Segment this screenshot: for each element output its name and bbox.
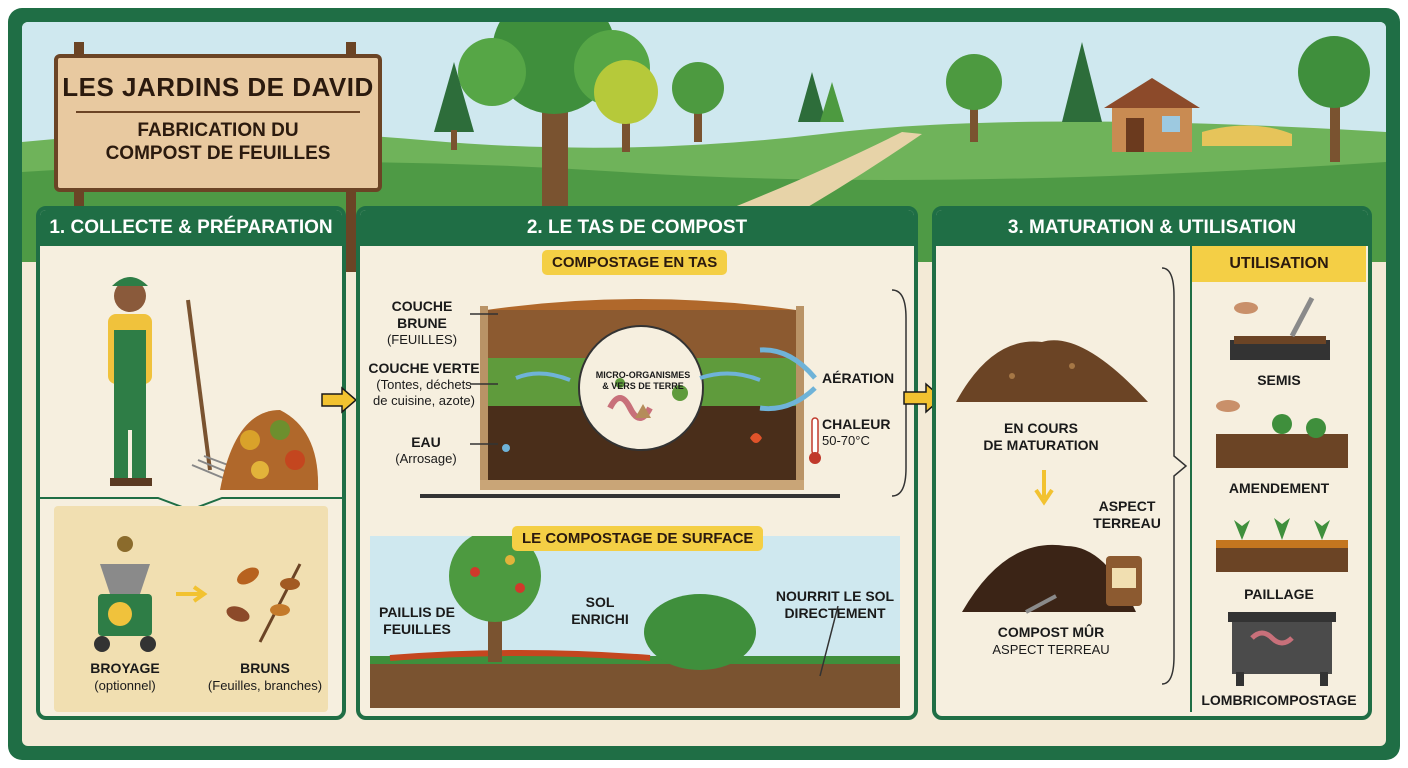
tag-compostage-en-tas: COMPOSTAGE EN TAS	[542, 250, 728, 275]
surface-composting-illustration	[370, 536, 900, 708]
subtitle-line-2: COMPOST DE FEUILLES	[105, 143, 331, 164]
paillis-label-1: PAILLIS DE	[379, 604, 455, 620]
leaves-branches-icon	[226, 563, 302, 643]
title-sign: LES JARDINS DE DAVID FABRICATION DU COMP…	[54, 54, 382, 192]
aeration-label: AÉRATION	[822, 370, 895, 386]
couche-brune-label: COUCHE BRUNE	[391, 298, 453, 331]
micro-organismes-label: MICRO-ORGANISMES	[595, 370, 691, 380]
paillage-label: PAILLAGE	[1244, 586, 1314, 602]
app-title: LES JARDINS DE DAVID	[62, 72, 374, 102]
mulch-bed-icon	[1216, 518, 1348, 572]
semis-label: SEMIS	[1257, 372, 1301, 388]
bruns-note: (Feuilles, branches)	[207, 678, 323, 693]
soil-bed-icon	[1216, 400, 1348, 468]
en-cours-label-2: DE MATURATION	[983, 437, 1099, 453]
compost-pile-maturing-icon	[956, 340, 1148, 402]
panel-tas-title: 2. LE TAS DE COMPOST	[360, 210, 914, 246]
broyage-note: (optionnel)	[94, 678, 156, 693]
chaleur-label: CHALEUR	[822, 416, 891, 432]
tree-icon	[594, 60, 658, 152]
couche-brune-note: (FEUILLES)	[386, 332, 458, 347]
amendement-label: AMENDEMENT	[1228, 480, 1330, 496]
panel-maturation-title: 3. MATURATION & UTILISATION	[936, 210, 1368, 246]
broyage-label: BROYAGE	[90, 660, 160, 676]
eau-note: (Arrosage)	[395, 451, 457, 466]
tree-icon	[798, 72, 844, 122]
compost-mur-label: COMPOST MÛR	[997, 624, 1105, 640]
sol-label-2: ENRICHI	[571, 611, 629, 627]
lombricompostage-label: LOMBRICOMPOSTAGE	[1201, 692, 1357, 708]
sol-label-1: SOL	[585, 594, 615, 610]
couche-verte-note-2: de cuisine, azote)	[373, 393, 475, 408]
utilisation-column: UTILISATION SEMIS AMENDEMENT PAILLAGE L	[1190, 246, 1366, 712]
thermometer-icon	[809, 417, 821, 464]
compost-mature-icon	[962, 544, 1142, 614]
gardener-raking-icon	[108, 277, 319, 490]
aspect-label-2: TERREAU	[1093, 515, 1161, 531]
tree-icon	[672, 62, 724, 142]
compost-heap-diagram	[420, 299, 840, 498]
paillis-label-2: FEUILLES	[383, 621, 451, 637]
en-cours-label-1: EN COURS	[1004, 420, 1078, 436]
compost-mur-note: ASPECT TERREAU	[992, 642, 1110, 657]
seedling-tray-icon	[1230, 296, 1330, 360]
arrow-right-icon	[321, 386, 358, 414]
tree-icon	[946, 54, 1002, 142]
worm-bin-icon	[1228, 612, 1336, 686]
panel-tas: 2. LE TAS DE COMPOST COMPOSTAGE EN TAS C…	[356, 206, 918, 720]
tree-icon	[1062, 42, 1102, 122]
bruns-label: BRUNS	[240, 660, 290, 676]
nourrit-label-1: NOURRIT LE SOL	[775, 588, 895, 604]
eau-label: EAU	[411, 434, 441, 450]
illustration-canvas: LES JARDINS DE DAVID FABRICATION DU COMP…	[22, 22, 1386, 746]
shredder-icon	[94, 536, 156, 652]
aspect-label-1: ASPECT	[1098, 498, 1156, 514]
couche-verte-note-1: (Tontes, déchets	[376, 377, 472, 392]
couche-verte-label: COUCHE VERTE	[368, 360, 480, 376]
utilisation-title: UTILISATION	[1192, 246, 1366, 282]
arrow-right-icon	[176, 585, 208, 603]
vers-de-terre-label: & VERS DE TERRE	[602, 381, 684, 391]
tree-icon	[1298, 36, 1370, 162]
chaleur-note: 50-70°C	[822, 433, 870, 448]
panel-collecte-title: 1. COLLECTE & PRÉPARATION	[40, 210, 342, 246]
tag-compostage-de-surface: LE COMPOSTAGE DE SURFACE	[512, 526, 764, 551]
house-icon	[1104, 78, 1200, 152]
panel-maturation: 3. MATURATION & UTILISATION EN COURS DE …	[932, 206, 1372, 720]
tree-icon	[434, 62, 474, 150]
nourrit-label-2: DIRECTEMENT	[784, 605, 886, 621]
panel-collecte: 1. COLLECTE & PRÉPARATION	[36, 206, 346, 720]
subtitle-line-1: FABRICATION DU	[137, 120, 299, 141]
arrow-down-icon	[1034, 470, 1054, 506]
